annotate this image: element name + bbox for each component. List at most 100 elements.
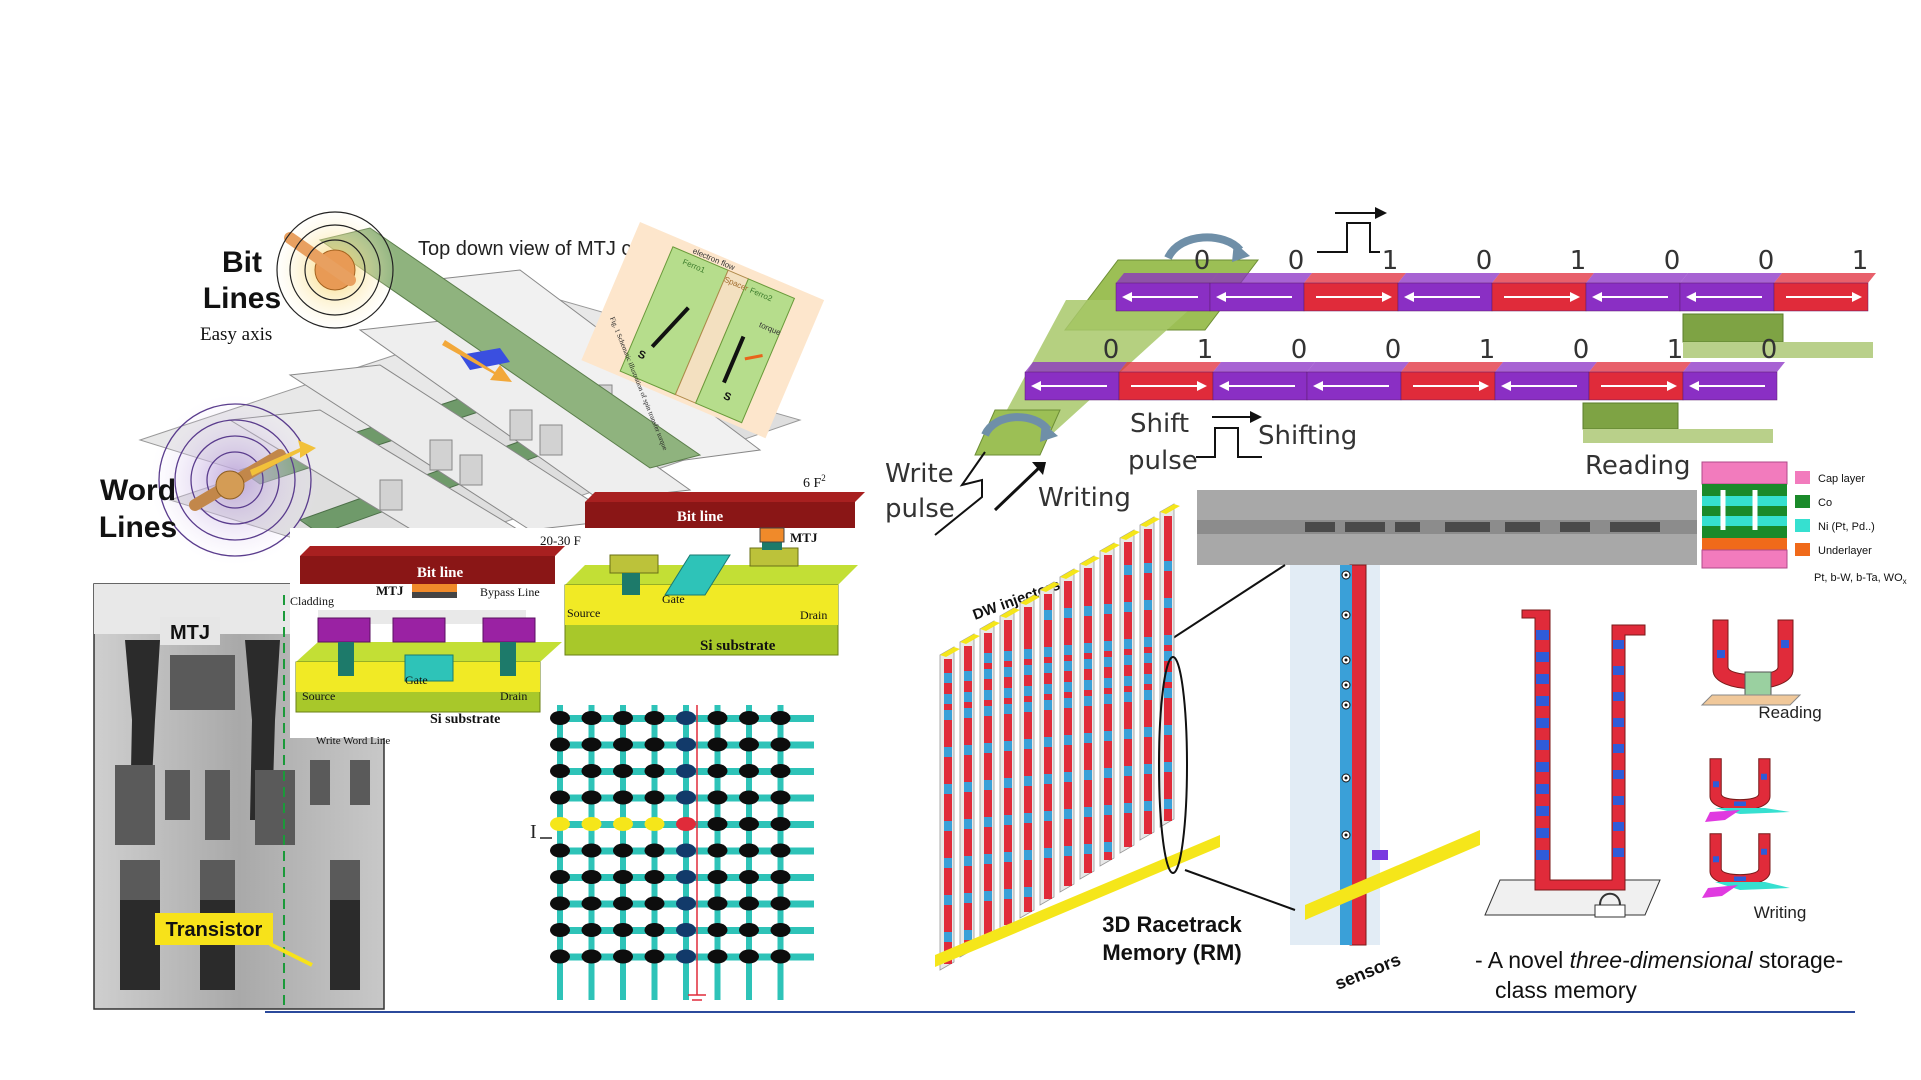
cladding-block xyxy=(482,617,536,643)
domain-arrowhead xyxy=(1592,292,1602,302)
tem-domain xyxy=(1445,522,1490,532)
bit-line xyxy=(585,502,855,528)
reading-base xyxy=(1700,694,1802,706)
crossbar-cell xyxy=(707,870,728,884)
tem-layer-block xyxy=(120,860,160,900)
rm-domain xyxy=(1144,637,1152,647)
rm-domain xyxy=(1124,729,1132,739)
crossbar-cell xyxy=(613,843,633,858)
zoom-domain-dot xyxy=(1344,573,1348,577)
reading-u-domain xyxy=(1717,650,1725,658)
crossbar-cell xyxy=(739,949,759,964)
rm-domain xyxy=(1104,731,1112,741)
bit-value: 0 xyxy=(1385,335,1402,365)
write-pulse-label-2: pulse xyxy=(885,494,955,524)
legend-swatch xyxy=(1795,495,1810,508)
crossbar-cell xyxy=(613,764,633,778)
rm-domain xyxy=(1004,741,1012,751)
cladding-block xyxy=(392,617,446,643)
rm-domain xyxy=(1164,651,1172,661)
rm-domain xyxy=(944,821,952,831)
shift-pulse-label: Shift xyxy=(1130,409,1189,439)
crossbar-cell xyxy=(739,896,759,911)
rm-domain xyxy=(1064,682,1072,692)
rm-track xyxy=(1024,607,1032,912)
crossbar-cell xyxy=(739,870,759,884)
contact-block xyxy=(749,547,799,567)
inset-s2: S xyxy=(722,390,733,404)
tem-layer-block xyxy=(330,860,360,900)
crossbar-cell xyxy=(550,870,570,884)
rm-domain xyxy=(964,708,972,718)
rm-domain xyxy=(1104,805,1112,815)
u-domain-stripe xyxy=(1613,822,1624,831)
u-domain-stripe xyxy=(1613,692,1624,701)
mtj-pillar xyxy=(379,479,403,511)
rm-title-2: Memory (RM) xyxy=(1102,940,1241,965)
mram-cell-20-30f: 20-30 F Bit line MTJ Bypass Line Claddin… xyxy=(290,528,581,747)
legend-swatch xyxy=(1795,471,1810,484)
crossbar-cell xyxy=(581,843,602,858)
tem-layer-block xyxy=(115,765,155,845)
word-lines-label-2: Lines xyxy=(99,511,177,544)
rm-domain xyxy=(1144,801,1152,811)
crossbar-cell xyxy=(581,711,602,725)
crossbar-cell xyxy=(707,711,728,725)
stack-bottom xyxy=(1701,549,1788,569)
bit-value: 0 xyxy=(1758,246,1775,276)
crossbar-cell xyxy=(707,737,728,752)
transistor-pointer xyxy=(269,942,313,967)
cell-a-size: 20-30 F xyxy=(540,533,581,548)
legend-label: Co xyxy=(1818,497,1832,509)
selected-mtj xyxy=(460,348,510,370)
rm-domain xyxy=(1064,846,1072,856)
rm-domain xyxy=(1164,598,1172,608)
dw-injector xyxy=(1060,569,1080,579)
rm-domain xyxy=(1044,647,1052,657)
crossbar-cell xyxy=(550,949,570,964)
bit-value: 1 xyxy=(1382,246,1399,276)
writing-a-u-domain xyxy=(1713,781,1719,788)
rm-domain xyxy=(1084,844,1092,854)
domain-arrowhead xyxy=(1216,292,1226,302)
bit-line xyxy=(300,556,555,584)
rm-domain xyxy=(944,710,952,720)
crossbar-cell xyxy=(644,949,665,964)
writing-a-u-domain xyxy=(1734,801,1746,806)
s1-arrow xyxy=(650,306,690,349)
write-pulse xyxy=(934,451,986,536)
rm-domain xyxy=(964,856,972,866)
domain-arrowhead xyxy=(1382,292,1392,302)
writing-label: Writing xyxy=(1038,483,1131,513)
crossbar-cell xyxy=(613,896,633,911)
rm-domain xyxy=(1024,739,1032,749)
crossbar-cell xyxy=(644,764,665,778)
crossbar-cell xyxy=(550,737,570,752)
domain-arrowhead xyxy=(1686,292,1696,302)
dw-injector xyxy=(1160,504,1180,514)
sensors-label: sensors xyxy=(1332,949,1404,993)
rm-domain xyxy=(984,669,992,679)
domain-arrowhead xyxy=(1479,381,1489,391)
rm-domain xyxy=(1064,645,1072,655)
u-domain-stripe xyxy=(1613,770,1624,779)
track-segment-top xyxy=(1304,273,1406,283)
legend-swatch xyxy=(1795,519,1810,532)
bit-value: 1 xyxy=(1570,246,1587,276)
crossbar-cell xyxy=(613,790,633,805)
u-domain-stripe xyxy=(1536,696,1549,706)
crossbar-cell xyxy=(676,817,696,831)
rm-domain xyxy=(984,780,992,790)
bit-lines-label-2: Lines xyxy=(203,282,281,315)
cell-b-gate: Gate xyxy=(662,592,685,606)
writing-b-pad xyxy=(1715,882,1790,890)
reading-u-domain xyxy=(1781,640,1789,648)
rm-domain xyxy=(1084,807,1092,817)
rm-domain xyxy=(1004,688,1012,698)
rm-domain xyxy=(964,930,972,940)
crossbar-cell xyxy=(707,923,728,937)
rm-domain xyxy=(944,895,952,905)
rm-domain xyxy=(964,893,972,903)
rm-domain xyxy=(1164,561,1172,571)
rm-domain xyxy=(1044,774,1052,784)
